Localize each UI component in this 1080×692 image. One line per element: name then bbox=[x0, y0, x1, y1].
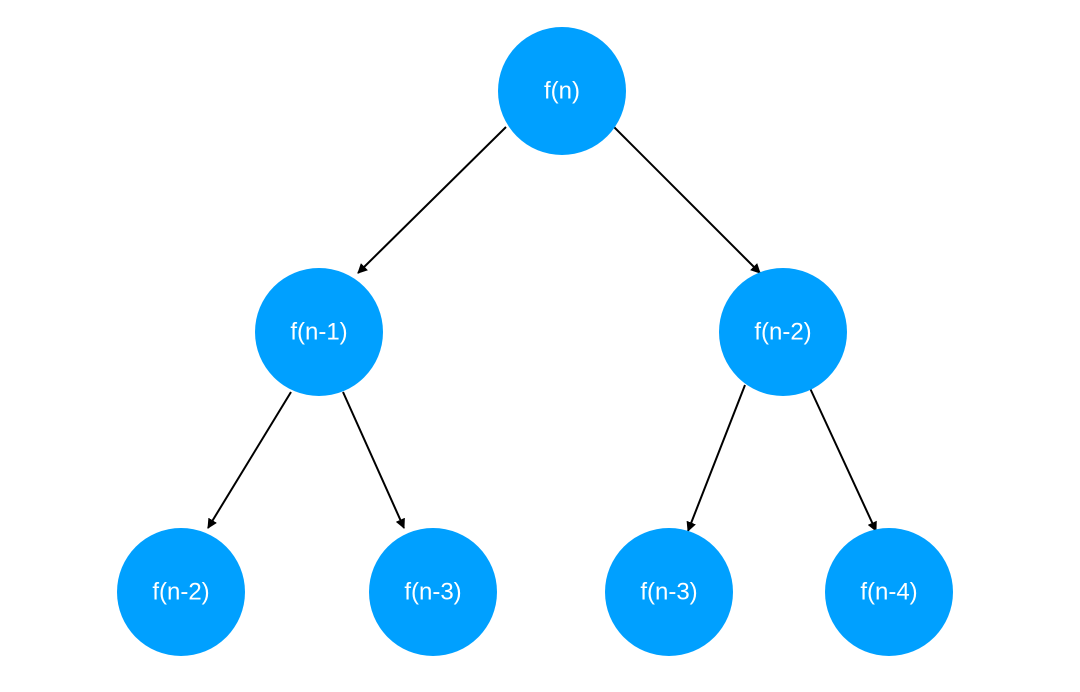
edge-right-to-left-grandchild bbox=[686, 384, 746, 532]
edge-left-to-left-grandchild bbox=[207, 391, 292, 529]
node-label: f(n-1) bbox=[290, 319, 347, 346]
edge-right-to-right-grandchild bbox=[808, 385, 877, 532]
edges bbox=[207, 126, 877, 532]
node-label: f(n-3) bbox=[640, 579, 697, 606]
node-right-left-grandchild: f(n-3) bbox=[605, 528, 733, 656]
node-right-child: f(n-2) bbox=[719, 268, 847, 396]
node-label: f(n-2) bbox=[152, 579, 209, 606]
node-circle bbox=[719, 268, 847, 396]
edge-root-to-left-child bbox=[357, 126, 507, 274]
node-circle bbox=[498, 27, 626, 155]
node-circle bbox=[369, 528, 497, 656]
node-left-child: f(n-1) bbox=[255, 268, 383, 396]
node-label: f(n-4) bbox=[860, 579, 917, 606]
node-left-right-grandchild: f(n-3) bbox=[369, 528, 497, 656]
edge-root-to-right-child bbox=[613, 126, 761, 274]
node-right-right-grandchild: f(n-4) bbox=[825, 528, 953, 656]
node-label: f(n) bbox=[544, 78, 580, 105]
node-circle bbox=[825, 528, 953, 656]
edge-left-to-right-grandchild bbox=[342, 391, 405, 529]
node-circle bbox=[255, 268, 383, 396]
node-left-left-grandchild: f(n-2) bbox=[117, 528, 245, 656]
node-label: f(n-2) bbox=[754, 319, 811, 346]
node-circle bbox=[605, 528, 733, 656]
node-circle bbox=[117, 528, 245, 656]
node-root: f(n) bbox=[498, 27, 626, 155]
node-label: f(n-3) bbox=[404, 579, 461, 606]
